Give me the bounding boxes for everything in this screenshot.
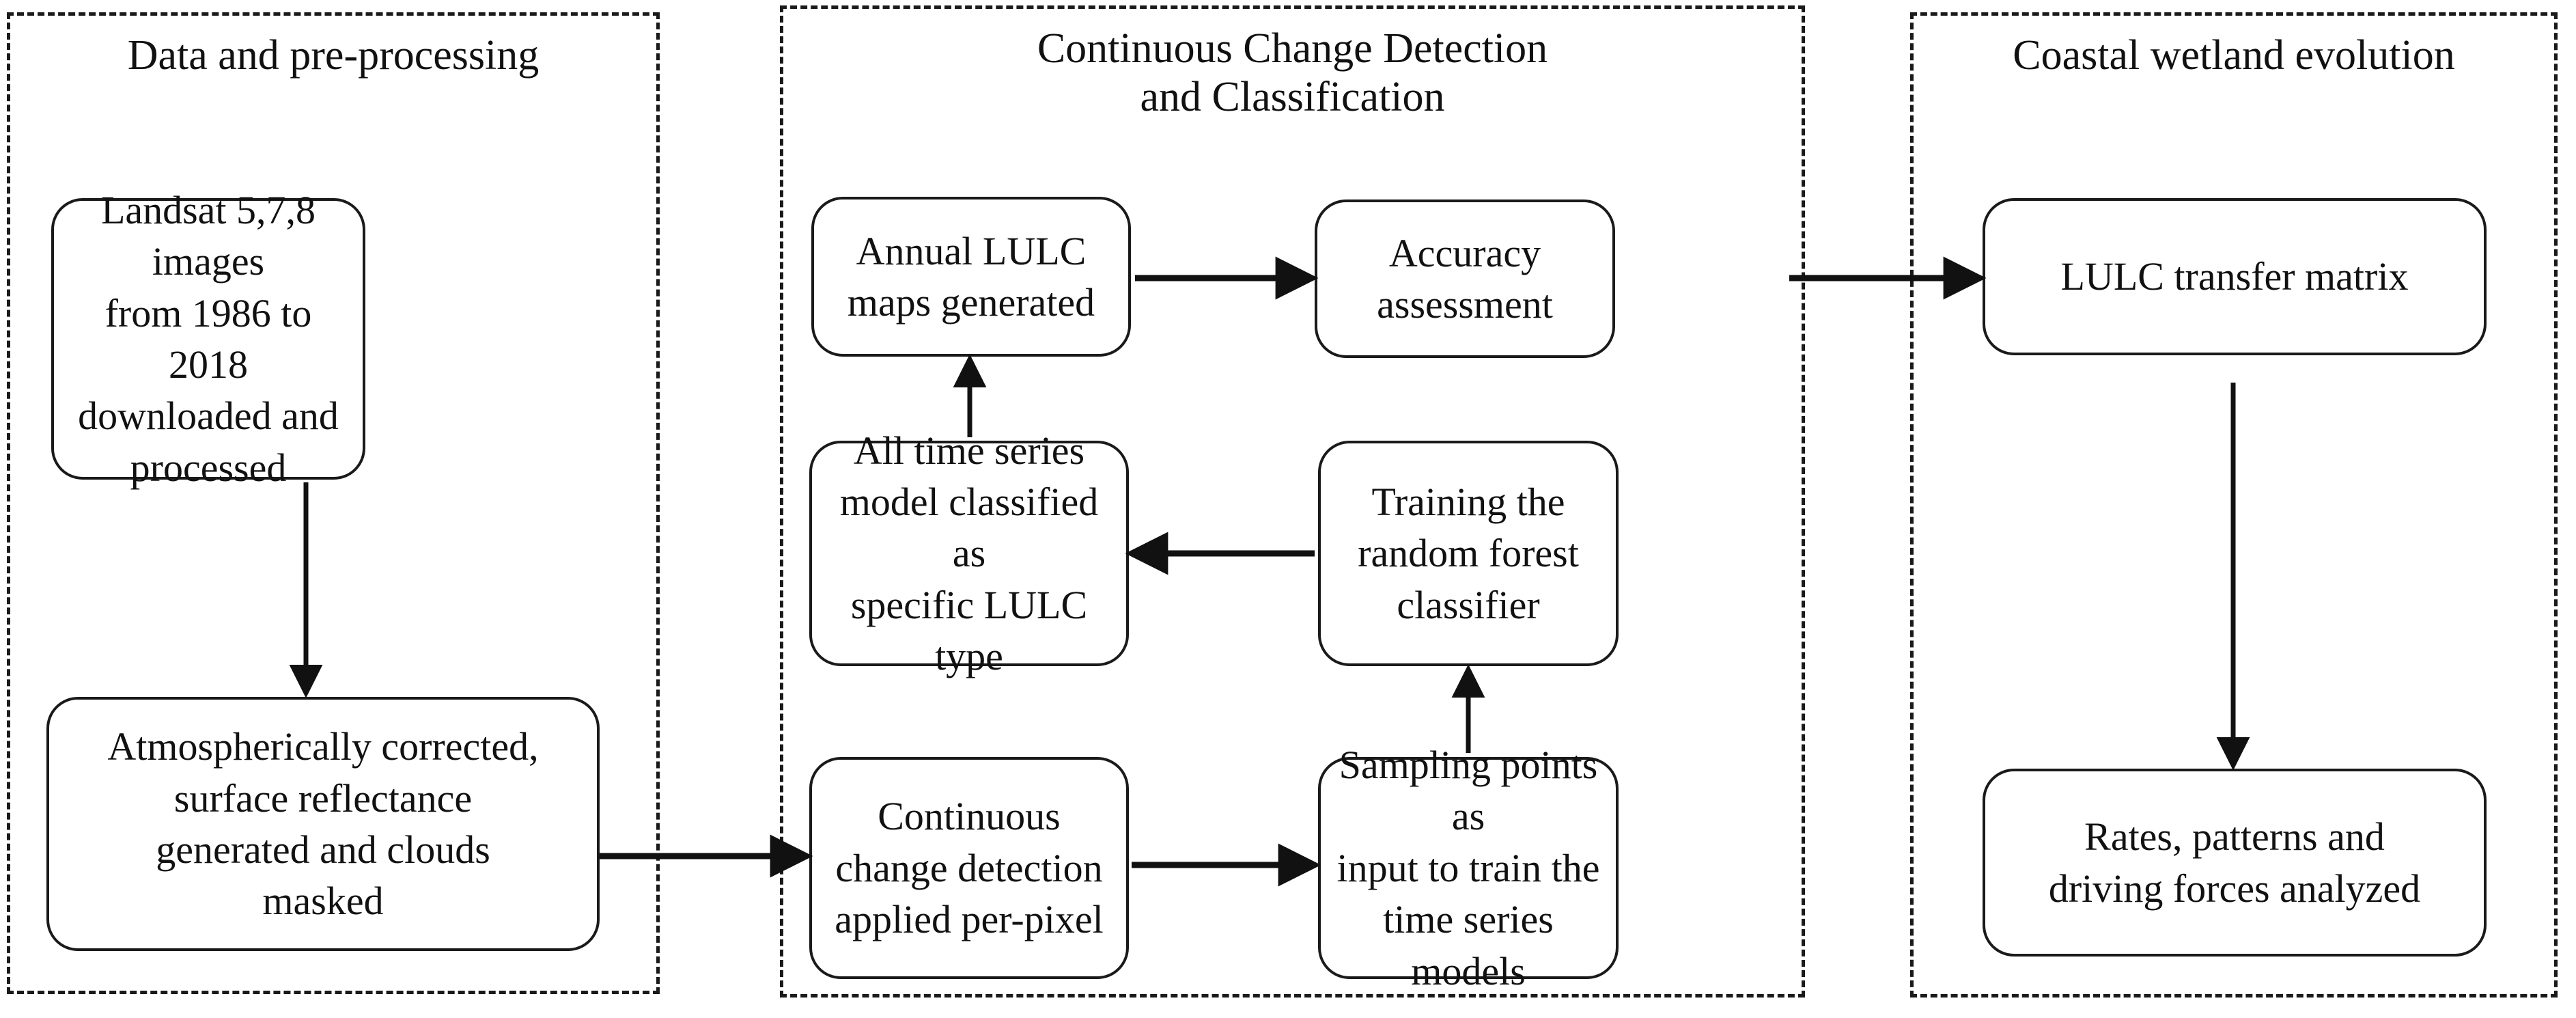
node-label: LULC transfer matrix: [2060, 254, 2409, 299]
node-label: Accuracy assessment: [1377, 230, 1553, 327]
node-label: Atmospherically corrected, surface refle…: [107, 724, 539, 924]
panel-title-continuous-change-detection: Continuous Change Detection and Classifi…: [1037, 25, 1548, 121]
node-landsat-images[interactable]: Landsat 5,7,8 images from 1986 to 2018 d…: [51, 188, 365, 490]
node-annual-lulc-maps[interactable]: Annual LULC maps generated: [811, 197, 1131, 357]
node-label: Training the random forest classifier: [1358, 479, 1579, 627]
panel-title-coastal-wetland-evolution: Coastal wetland evolution: [2013, 32, 2455, 79]
node-label: Continuous change detection applied per-…: [835, 794, 1104, 942]
panel-data-preprocessing: [7, 12, 660, 994]
node-accuracy-assessment[interactable]: Accuracy assessment: [1315, 200, 1615, 358]
panel-title-data-preprocessing: Data and pre-processing: [127, 32, 540, 79]
node-atmospheric-correction[interactable]: Atmospherically corrected, surface refle…: [46, 697, 600, 951]
node-label: Sampling points as input to train the ti…: [1336, 743, 1600, 993]
node-lulc-transfer-matrix[interactable]: LULC transfer matrix: [1983, 198, 2487, 355]
node-sampling-points[interactable]: Sampling points as input to train the ti…: [1318, 743, 1619, 993]
node-continuous-change-detection[interactable]: Continuous change detection applied per-…: [809, 757, 1129, 979]
node-time-series-classified[interactable]: All time series model classified as spec…: [809, 428, 1129, 678]
node-rates-patterns-driving-forces[interactable]: Rates, patterns and driving forces analy…: [1983, 769, 2487, 957]
node-label: All time series model classified as spec…: [839, 428, 1099, 679]
node-label: Annual LULC maps generated: [847, 228, 1095, 325]
node-label: Rates, patterns and driving forces analy…: [2048, 814, 2421, 911]
panel-coastal-wetland-evolution: [1910, 12, 2558, 998]
node-label: Landsat 5,7,8 images from 1986 to 2018 d…: [78, 187, 339, 490]
panel-continuous-change-detection-and-classification: [780, 5, 1805, 998]
